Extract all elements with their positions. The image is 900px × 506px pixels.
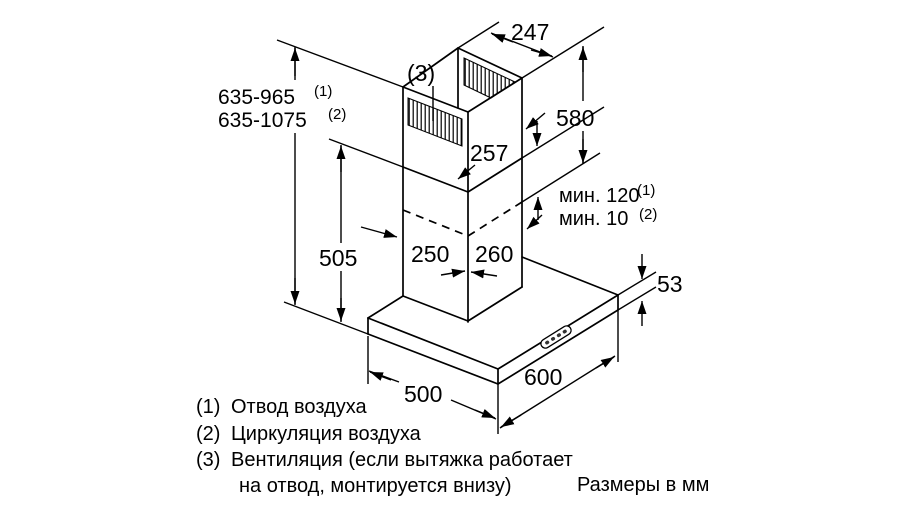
telescopic-joint-hidden-edge	[402, 201, 523, 237]
dim-duct-depth: 250	[411, 241, 449, 267]
dim-total-height-mode1: 635-965 (1)	[218, 83, 332, 109]
dim-hood-depth: 500	[404, 381, 442, 407]
dim-lower-height: 505	[319, 245, 357, 271]
dimension-arrows	[290, 33, 647, 428]
dim-top-depth: 247	[511, 19, 549, 45]
legend-item2-num: (2)	[196, 423, 220, 445]
vent-grille-back-icon	[463, 57, 517, 99]
dim-min-overlap-mode1: мин. 120 (1)	[559, 182, 655, 207]
dim-upper-section-height: 580	[556, 105, 594, 131]
units-note: Размеры в мм	[577, 474, 709, 496]
vent-callout-label: (3)	[407, 60, 435, 86]
dim-hood-width: 600	[524, 364, 562, 390]
dimension-lines	[294, 32, 616, 429]
dimension-labels: 247 580 257 635-965 (1) 635-1075 (2) мин…	[218, 19, 683, 407]
vent-grille-left-icon	[407, 97, 463, 147]
legend-item2-text: Циркуляция воздуха	[231, 423, 422, 445]
legend-item1-num: (1)	[196, 396, 220, 418]
legend: (1) Отвод воздуха (2) Циркуляция воздуха…	[196, 396, 573, 497]
lower-section-rim	[402, 157, 523, 193]
legend-item3-text: Вентиляция (если вытяжка работает	[231, 449, 573, 471]
hood-body	[367, 256, 619, 385]
legend-item1-text: Отвод воздуха	[231, 396, 368, 418]
dim-hood-thickness: 53	[657, 271, 683, 297]
chimney-edges	[402, 47, 523, 323]
legend-item3-cont: на отвод, монтируется внизу)	[239, 475, 512, 497]
dim-total-height-mode2: 635-1075 (2)	[218, 106, 346, 132]
chimney-duct	[402, 47, 523, 323]
dim-duct-width: 260	[475, 241, 513, 267]
control-buttons-icon	[545, 329, 567, 345]
extension-lines	[276, 21, 657, 434]
legend-item3-num: (3)	[196, 449, 220, 471]
control-panel	[540, 325, 572, 349]
dim-min-overlap-mode2: мин. 10 (2)	[559, 206, 657, 230]
dim-top-width: 257	[470, 140, 508, 166]
